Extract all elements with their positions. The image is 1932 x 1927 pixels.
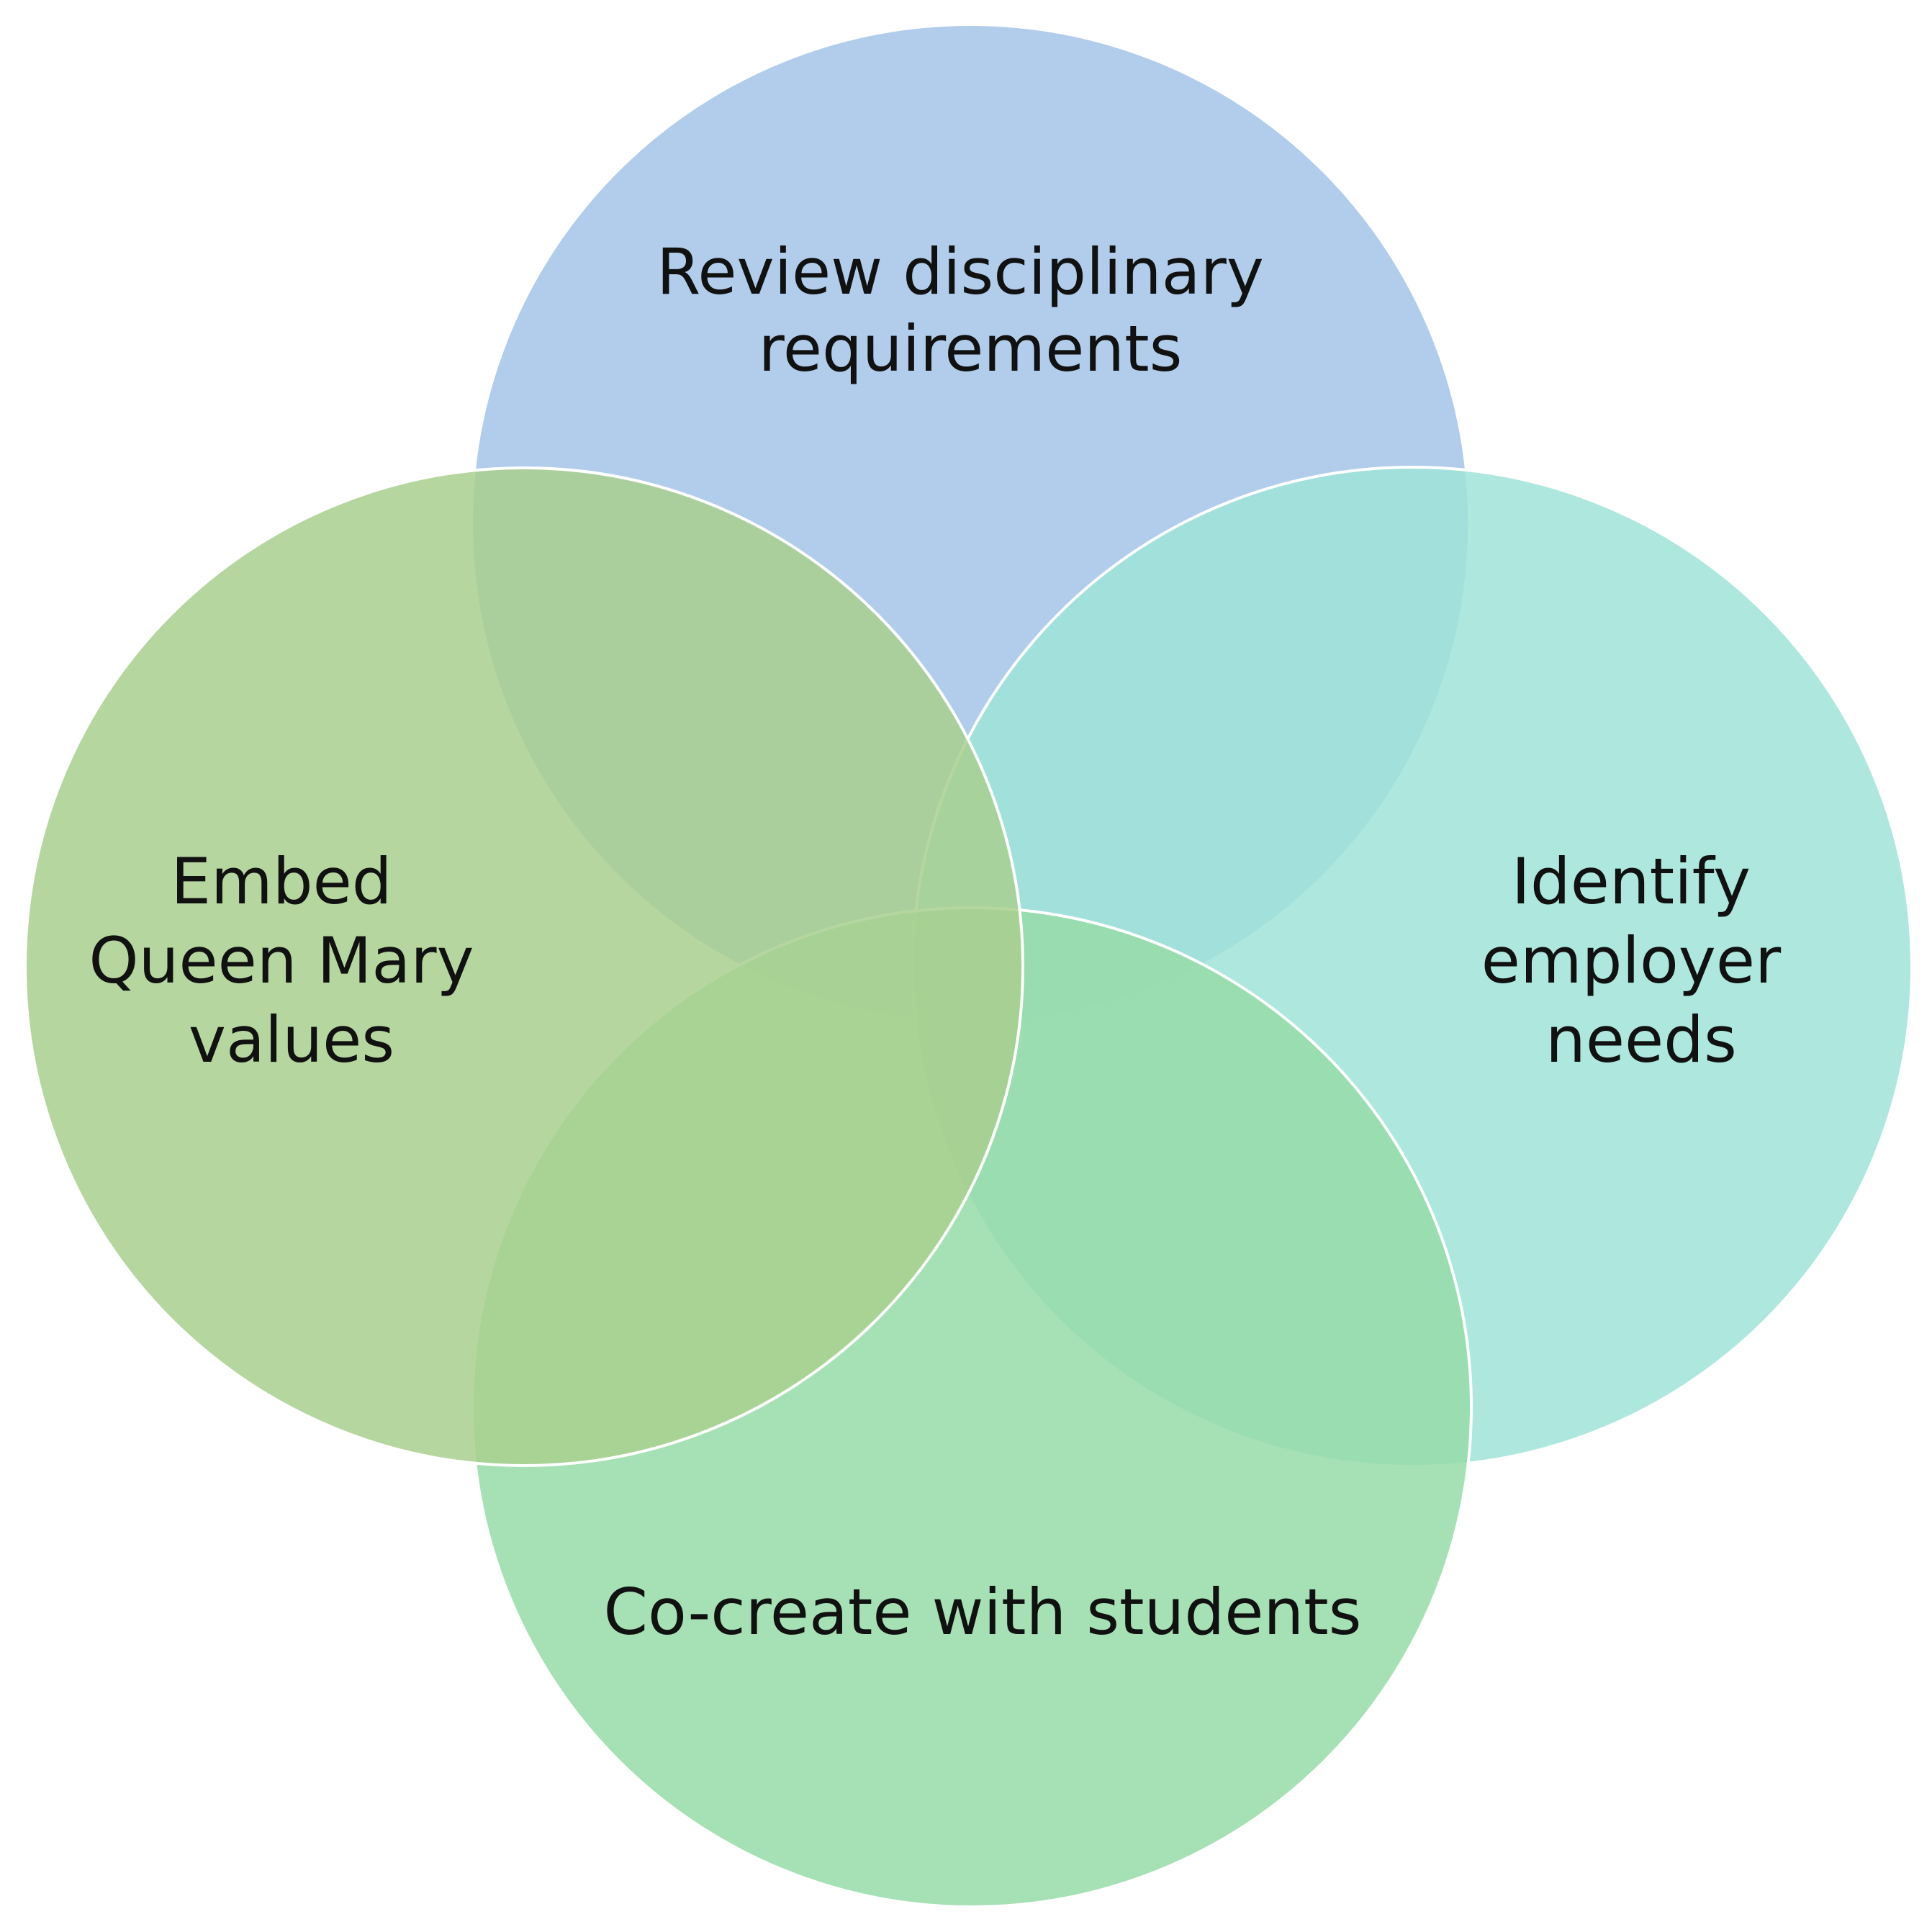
label-top: Review disciplinary requirements	[656, 235, 1284, 386]
label-left-line-1: Embed	[171, 844, 392, 919]
labels: Review disciplinary requirements Identif…	[89, 235, 1801, 1649]
label-top-line-1: Review disciplinary	[656, 235, 1264, 309]
label-left-line-3: values	[189, 1003, 394, 1077]
label-left: Embed Queen Mary values	[89, 844, 494, 1077]
label-right-line-2: employer	[1481, 924, 1782, 998]
circle-left	[24, 466, 1024, 1467]
label-bottom: Co-create with students	[604, 1575, 1362, 1649]
circles	[24, 23, 1913, 1908]
label-right-line-1: Identify	[1512, 844, 1751, 919]
label-top-line-2: requirements	[759, 312, 1183, 386]
label-right-line-3: needs	[1545, 1003, 1737, 1077]
label-left-line-2: Queen Mary	[89, 924, 474, 998]
label-right: Identify employer needs	[1481, 844, 1801, 1077]
label-bottom-line-1: Co-create with students	[604, 1575, 1362, 1649]
